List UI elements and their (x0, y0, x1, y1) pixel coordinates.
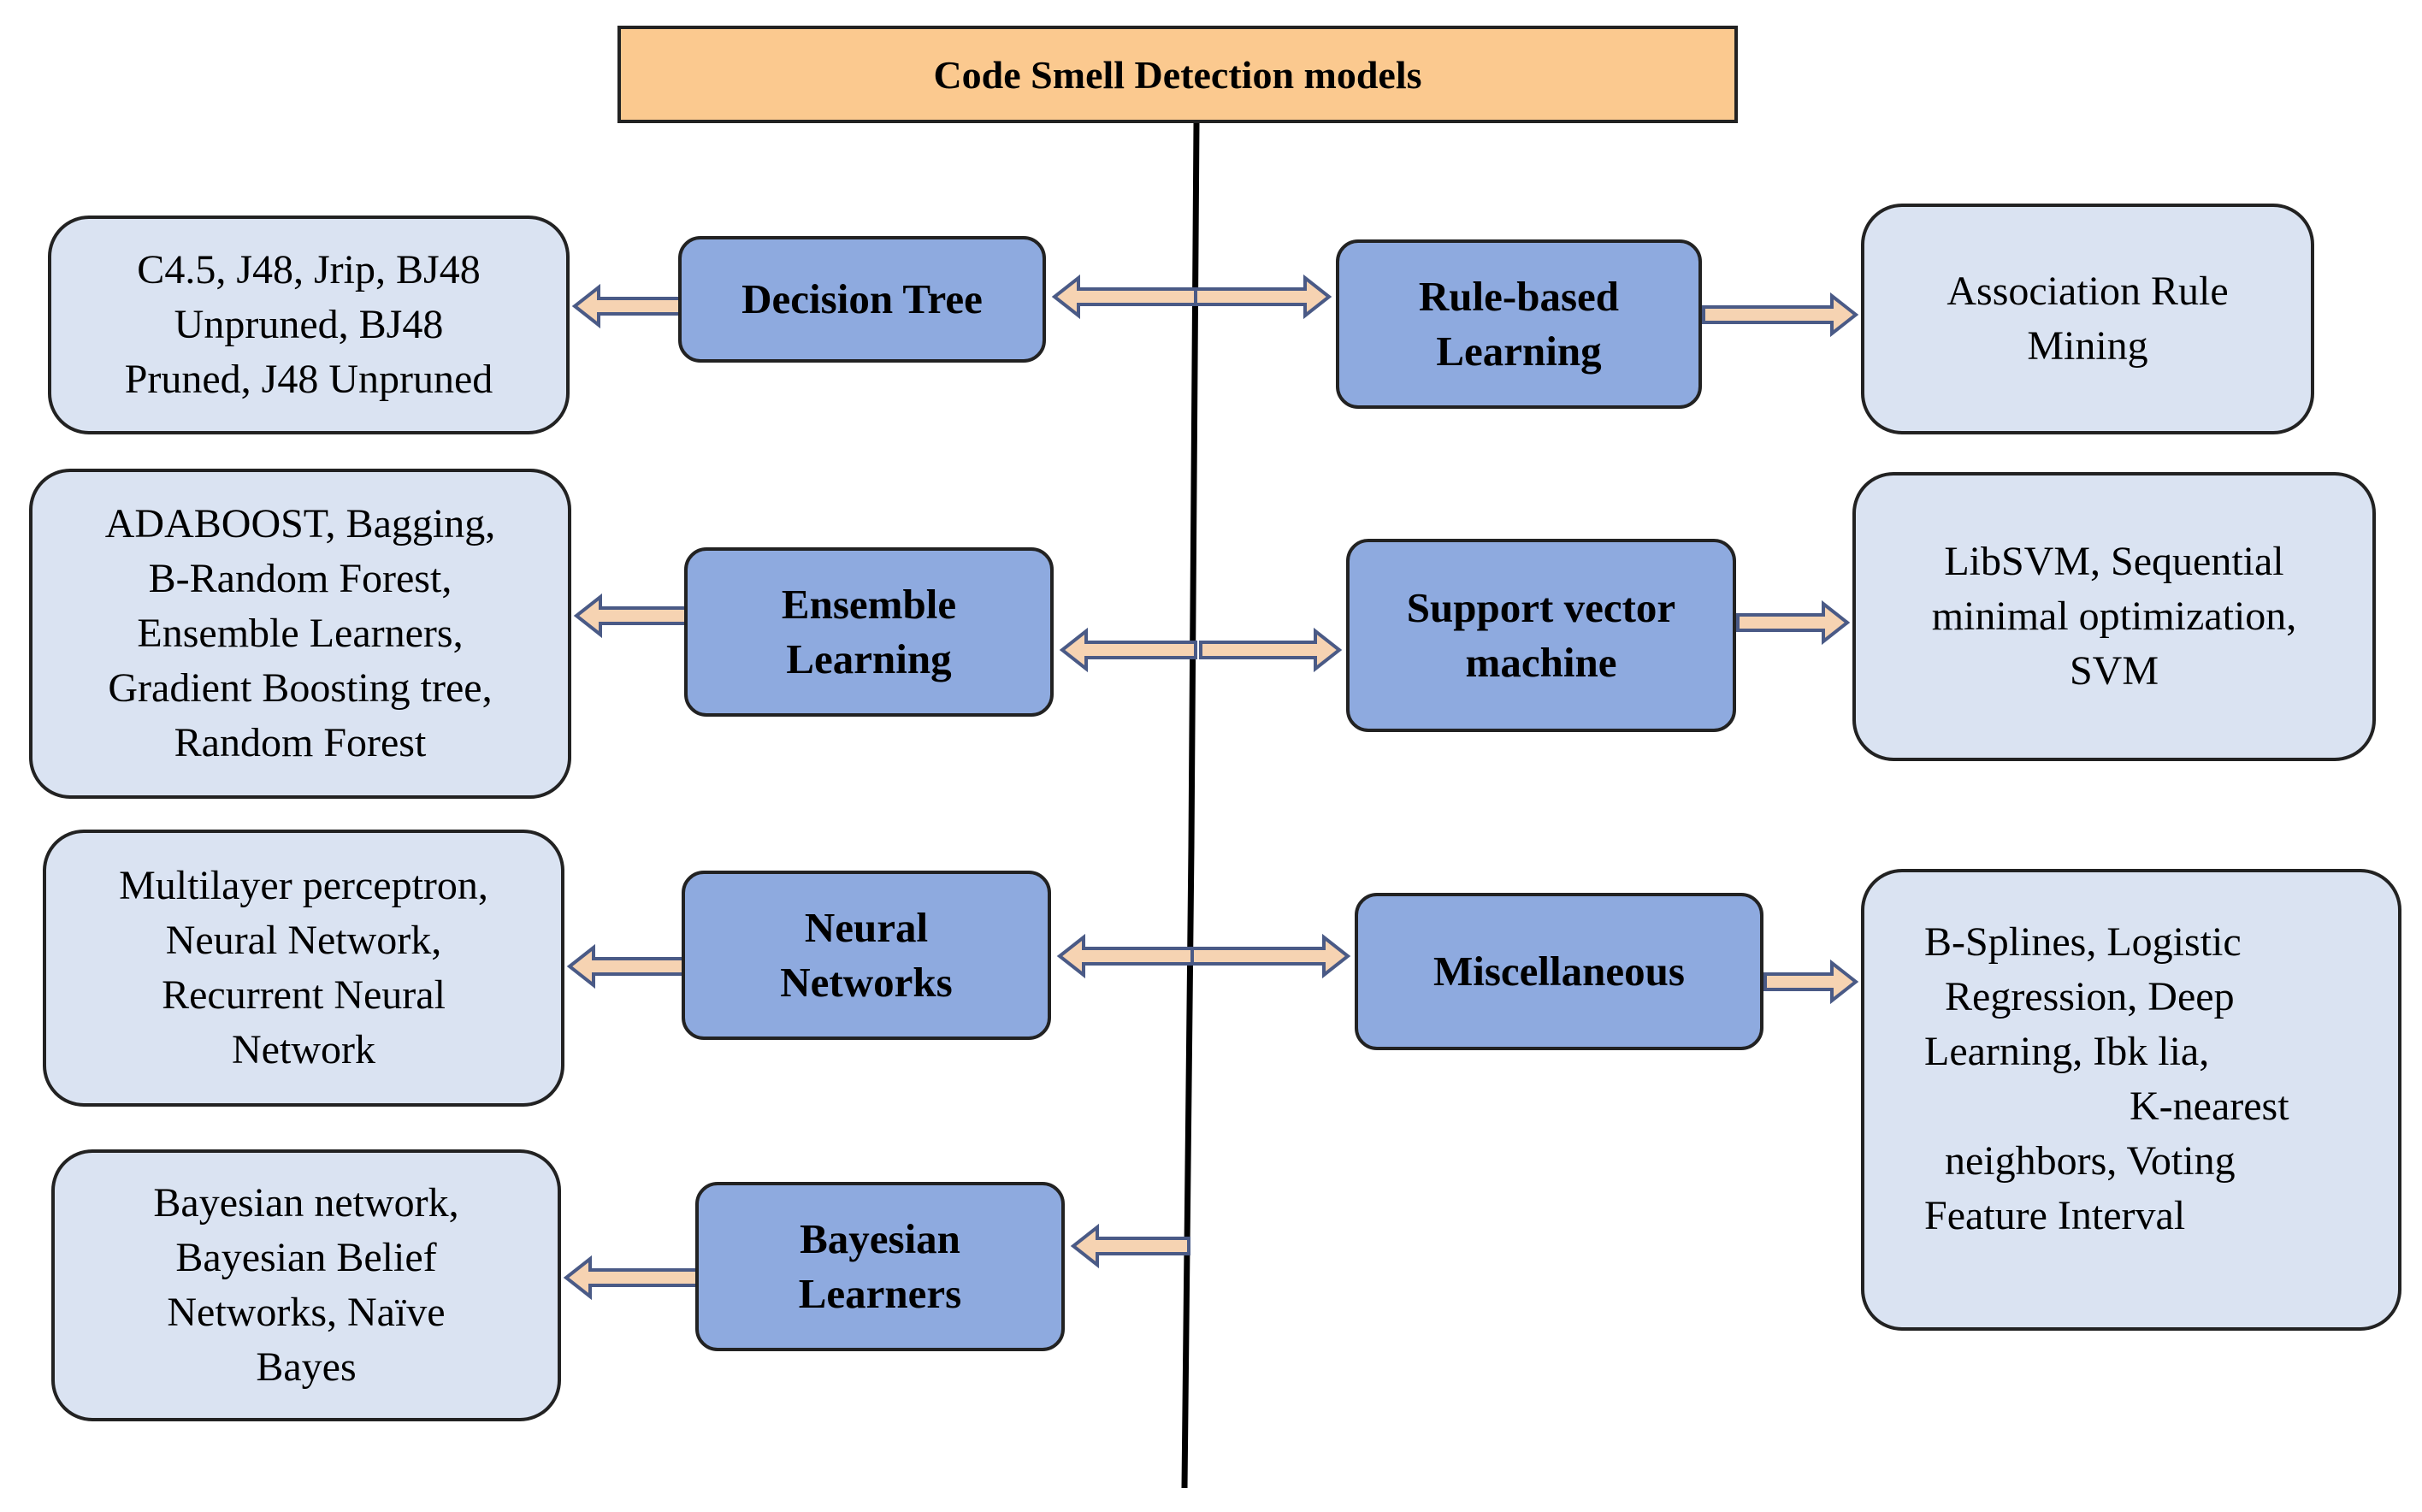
models-text: ADABOOST, Bagging, B-Random Forest, Ense… (104, 501, 496, 765)
category-label: Neural Networks (780, 904, 953, 1006)
spine-line (1181, 122, 1200, 1489)
models-rule-based-learning: Association Rule Mining (1861, 204, 2314, 434)
models-text: LibSVM, Sequential minimal optimization,… (1931, 539, 2297, 694)
arrow-spine-to-decision-tree (1051, 274, 1197, 320)
category-label: Bayesian Learners (798, 1215, 962, 1317)
arrow-miscellaneous-to-models (1763, 959, 1859, 1005)
models-text: Association Rule Mining (1946, 269, 2229, 369)
arrow-spine-to-neural-networks (1056, 933, 1194, 979)
models-text: B-Splines, Logistic Regression, Deep Lea… (1924, 919, 2289, 1238)
arrow-bayesian-learners-to-models (563, 1255, 699, 1301)
category-support-vector-machine: Support vector machine (1346, 539, 1736, 732)
models-text: C4.5, J48, Jrip, BJ48 Unpruned, BJ48 Pru… (124, 247, 493, 402)
models-text: Multilayer perceptron, Neural Network, R… (119, 863, 488, 1072)
category-label: Ensemble Learning (781, 581, 957, 682)
category-decision-tree: Decision Tree (678, 236, 1046, 363)
category-label: Rule-based Learning (1418, 273, 1620, 375)
arrow-spine-to-bayesian-learners (1070, 1223, 1190, 1269)
arrow-spine-to-rule-based-learning (1194, 274, 1332, 320)
category-neural-networks: Neural Networks (682, 871, 1051, 1040)
models-miscellaneous: B-Splines, Logistic Regression, Deep Lea… (1861, 869, 2401, 1331)
models-neural-networks: Multilayer perceptron, Neural Network, R… (43, 830, 564, 1107)
category-label: Decision Tree (741, 275, 983, 322)
arrow-support-vector-machine-to-models (1736, 599, 1851, 646)
arrow-rule-based-learning-to-models (1702, 292, 1859, 338)
arrow-neural-networks-to-models (566, 943, 685, 989)
models-text: Bayesian network, Bayesian Belief Networ… (153, 1180, 459, 1390)
diagram-title-text: Code Smell Detection models (933, 52, 1422, 97)
models-bayesian-learners: Bayesian network, Bayesian Belief Networ… (51, 1149, 561, 1421)
arrow-spine-to-support-vector-machine (1199, 627, 1343, 673)
arrow-ensemble-learning-to-models (573, 593, 688, 639)
models-decision-tree: C4.5, J48, Jrip, BJ48 Unpruned, BJ48 Pru… (48, 216, 570, 434)
diagram-title: Code Smell Detection models (617, 26, 1738, 123)
models-support-vector-machine: LibSVM, Sequential minimal optimization,… (1852, 472, 2376, 761)
arrow-decision-tree-to-models (571, 283, 682, 329)
category-rule-based-learning: Rule-based Learning (1336, 239, 1702, 409)
arrow-spine-to-ensemble-learning (1059, 627, 1197, 673)
models-ensemble-learning: ADABOOST, Bagging, B-Random Forest, Ense… (29, 469, 571, 799)
category-miscellaneous: Miscellaneous (1355, 893, 1763, 1050)
arrow-spine-to-miscellaneous (1190, 933, 1351, 979)
category-ensemble-learning: Ensemble Learning (684, 547, 1054, 717)
category-label: Miscellaneous (1433, 948, 1685, 995)
category-bayesian-learners: Bayesian Learners (695, 1182, 1065, 1351)
category-label: Support vector machine (1406, 584, 1676, 686)
